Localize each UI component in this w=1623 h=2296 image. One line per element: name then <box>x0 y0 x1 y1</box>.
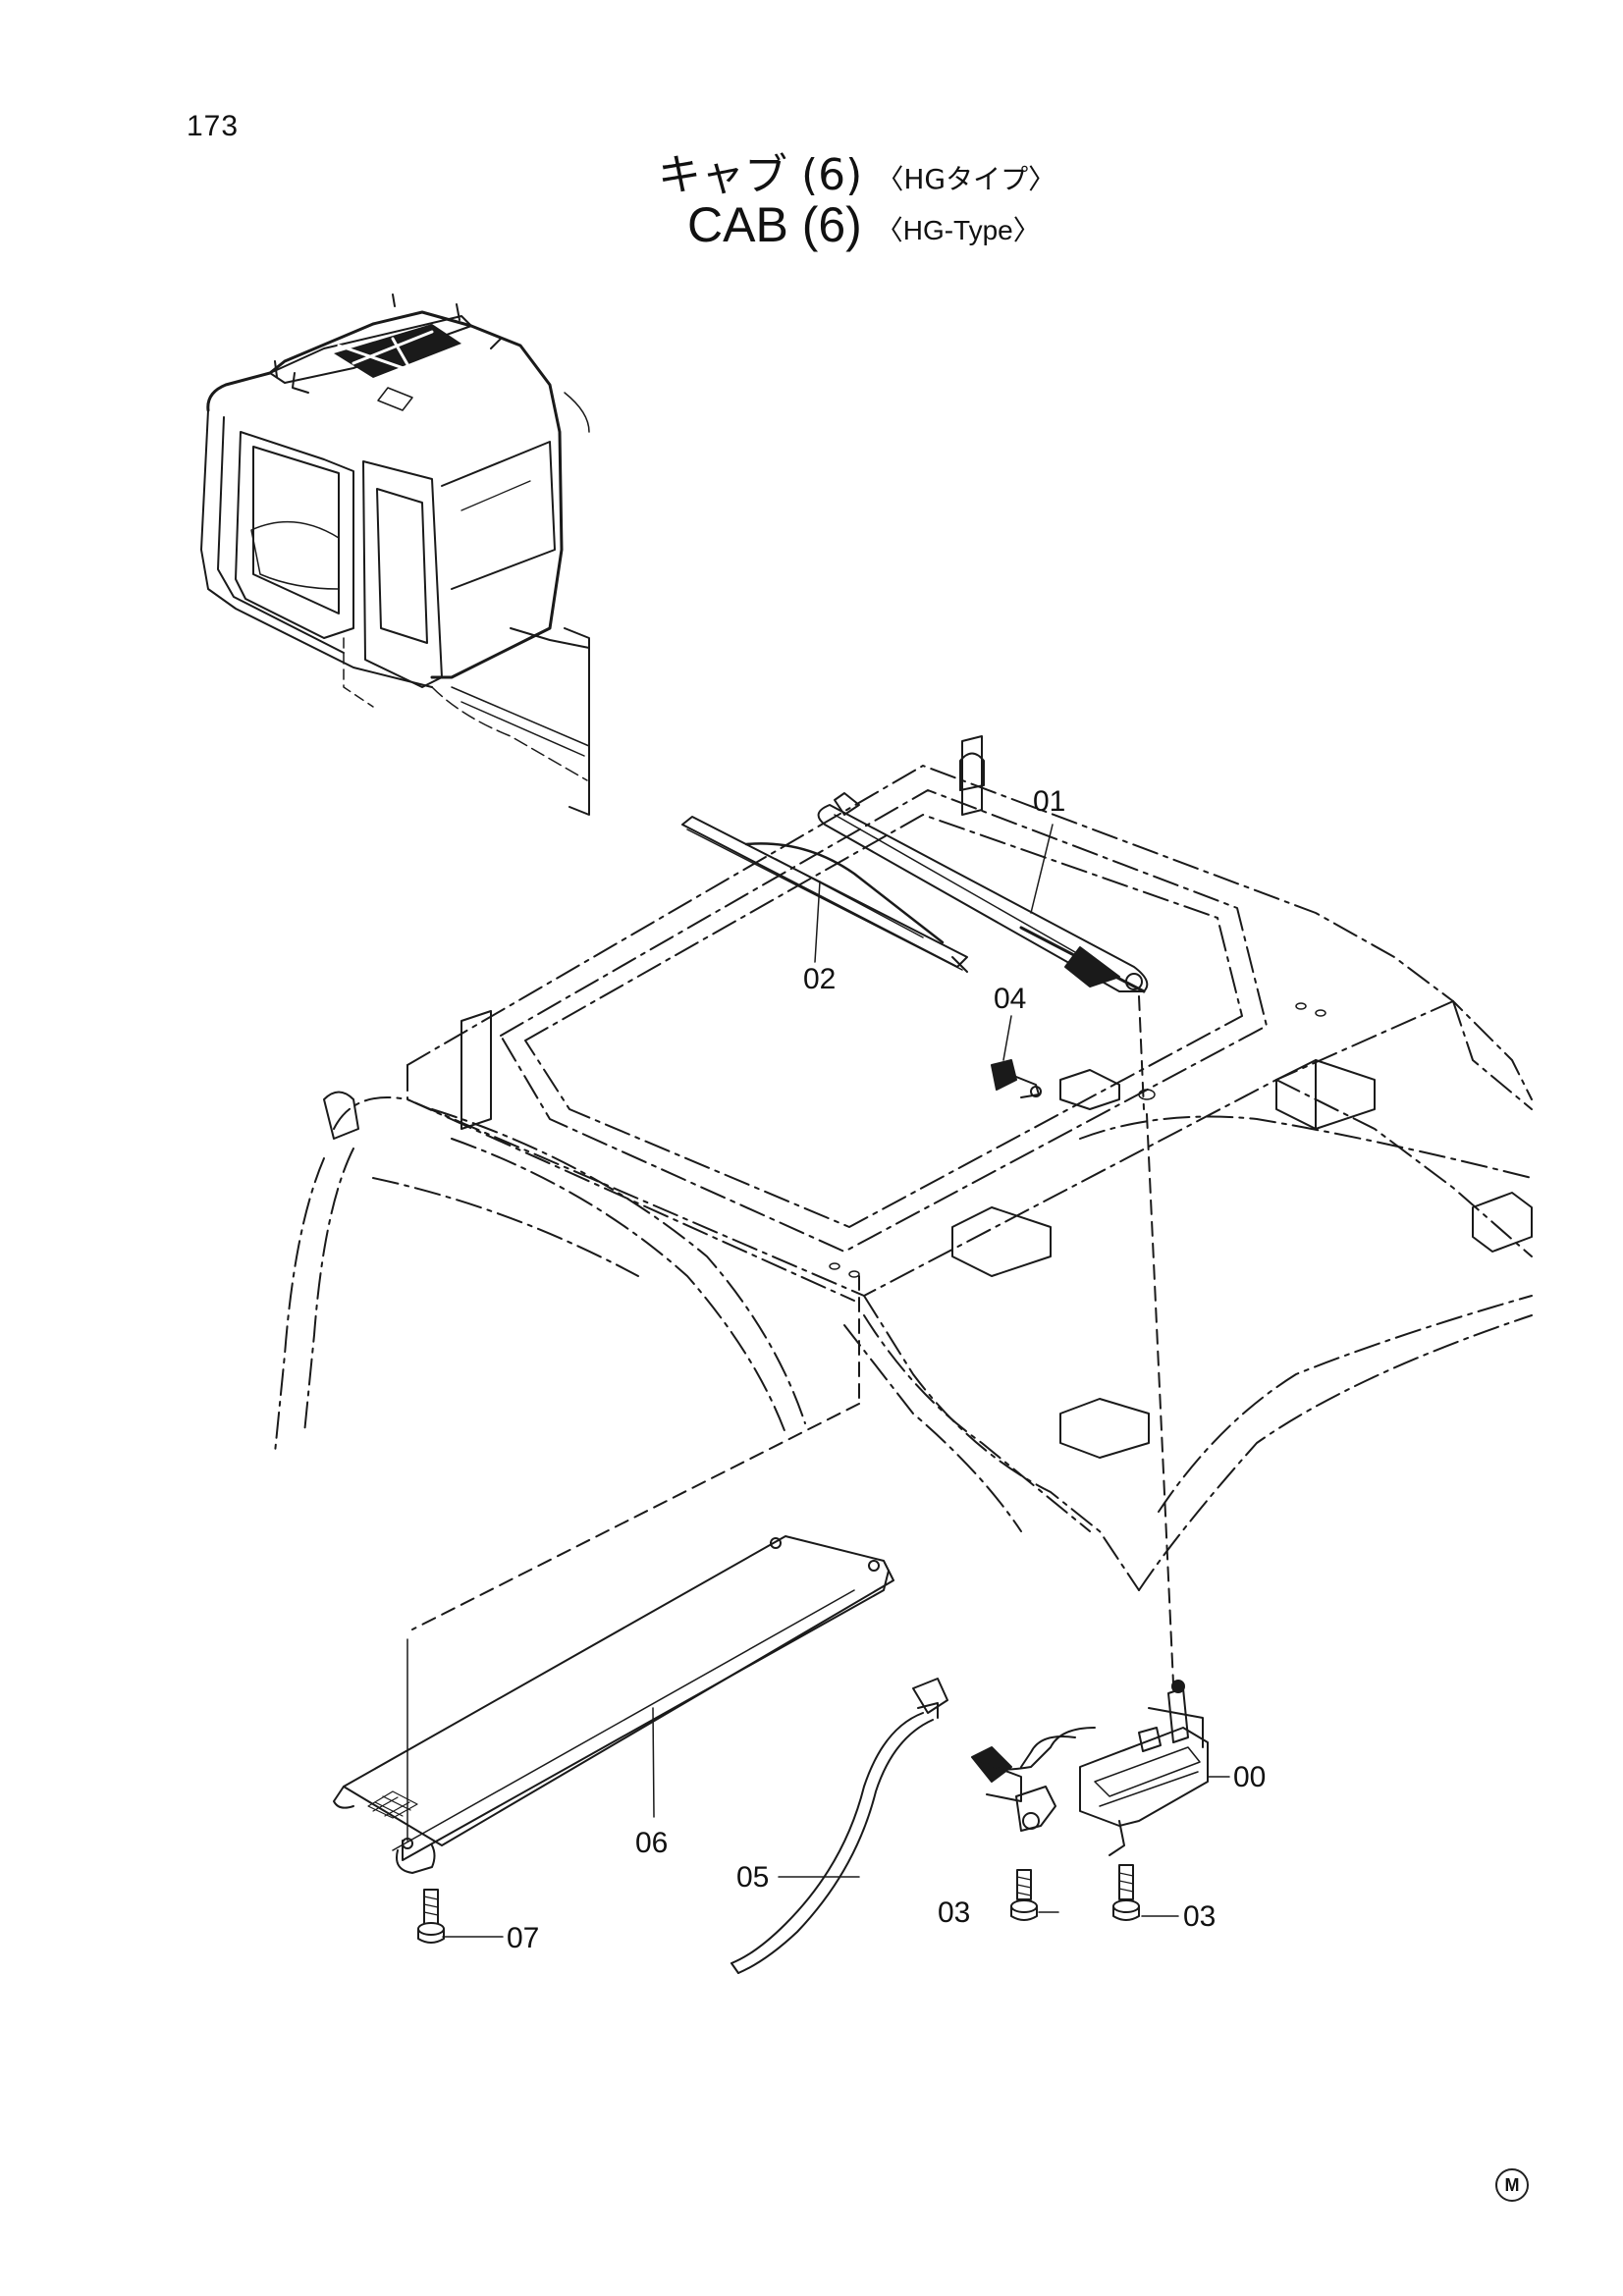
assembly-lines <box>411 995 1174 1684</box>
callout-03-right: 03 <box>1183 1900 1216 1933</box>
roof-posts <box>323 735 985 1140</box>
page-number: 173 <box>187 110 240 142</box>
callout-00: 00 <box>1233 1761 1266 1793</box>
callout-01: 01 <box>1033 785 1065 818</box>
wiper-arm <box>817 792 1149 993</box>
roof-brackets <box>951 1059 1533 1459</box>
bolt-right <box>1112 1864 1140 1921</box>
callout-04: 04 <box>994 983 1026 1015</box>
title-japanese-main: キャブ (6) <box>658 150 863 200</box>
bolt-left <box>1010 1869 1038 1921</box>
wiper-blade <box>681 816 968 973</box>
sun-visor <box>333 1535 894 1874</box>
leader-lines <box>442 824 1230 1938</box>
title-english: CAB (6) 〈HG-Type〉 <box>687 196 1041 253</box>
washer-nozzle <box>991 1059 1042 1098</box>
screw <box>417 1889 445 1944</box>
wiper-motor <box>971 1680 1209 1856</box>
publisher-mark: M <box>1495 2168 1529 2202</box>
title-english-main: CAB (6) <box>687 197 862 252</box>
title-english-sub: 〈HG-Type〉 <box>875 214 1041 245</box>
title-japanese: キャブ (6) 〈HGタイプ〉 <box>658 139 1055 202</box>
cab-overview-inset <box>200 294 590 816</box>
cab-roof-outline <box>274 765 1533 1591</box>
callout-07: 07 <box>507 1922 539 1954</box>
callout-06: 06 <box>635 1827 668 1859</box>
callout-05: 05 <box>736 1861 769 1894</box>
callout-03-left: 03 <box>938 1896 970 1929</box>
mounting-holes <box>829 1002 1326 1278</box>
callout-02: 02 <box>803 963 836 995</box>
wire-harness <box>730 1678 948 1974</box>
title-japanese-sub: 〈HGタイプ〉 <box>876 163 1056 195</box>
